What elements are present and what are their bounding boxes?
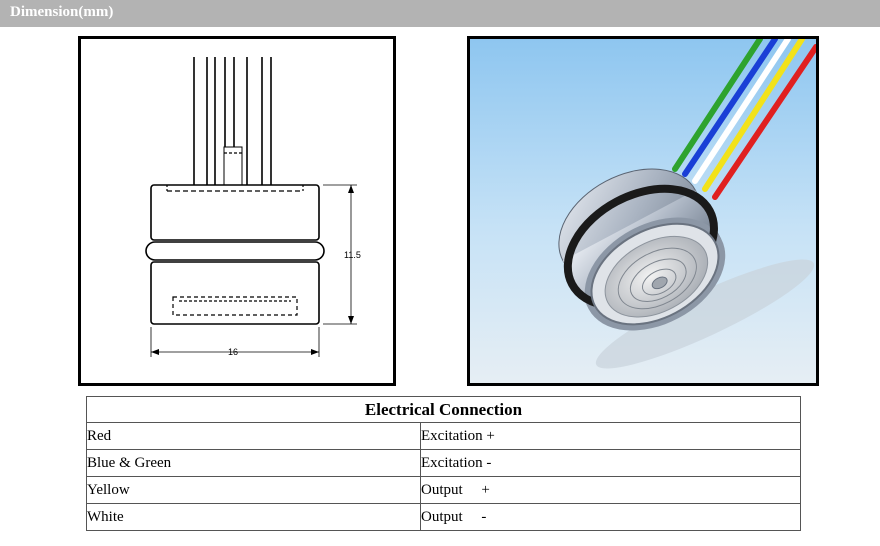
height-dimension-label: 11.5 bbox=[344, 250, 361, 260]
sensor-render bbox=[470, 39, 816, 383]
table-title: Electrical Connection bbox=[86, 396, 801, 423]
wire-function-cell: Excitation + bbox=[420, 422, 801, 450]
wire-color-cell: Blue & Green bbox=[86, 449, 421, 477]
table-row: Yellow Output + bbox=[86, 476, 801, 504]
colored-wires bbox=[672, 39, 816, 200]
electrical-connection-table: Electrical Connection Red Excitation + B… bbox=[86, 396, 801, 531]
wire-function-cell: Output - bbox=[420, 503, 801, 531]
dimension-drawing-panel: 11.5 16 bbox=[78, 36, 396, 386]
table-row: Red Excitation + bbox=[86, 422, 801, 450]
wire-color-cell: Red bbox=[86, 422, 421, 450]
width-dimension-label: 16 bbox=[228, 347, 238, 357]
table-row: Blue & Green Excitation - bbox=[86, 449, 801, 477]
table-row: White Output - bbox=[86, 503, 801, 531]
product-render-panel bbox=[467, 36, 819, 386]
dimension-drawing: 11.5 16 bbox=[145, 57, 361, 357]
sensor-wires bbox=[193, 57, 272, 187]
wire-function-cell: Excitation - bbox=[420, 449, 801, 477]
table-header-row: Electrical Connection bbox=[86, 396, 801, 423]
wire-function-cell: Output + bbox=[420, 476, 801, 504]
wire-color-cell: White bbox=[86, 503, 421, 531]
section-header: Dimension(mm) bbox=[0, 0, 880, 27]
section-title: Dimension(mm) bbox=[10, 4, 114, 20]
wire-color-cell: Yellow bbox=[86, 476, 421, 504]
